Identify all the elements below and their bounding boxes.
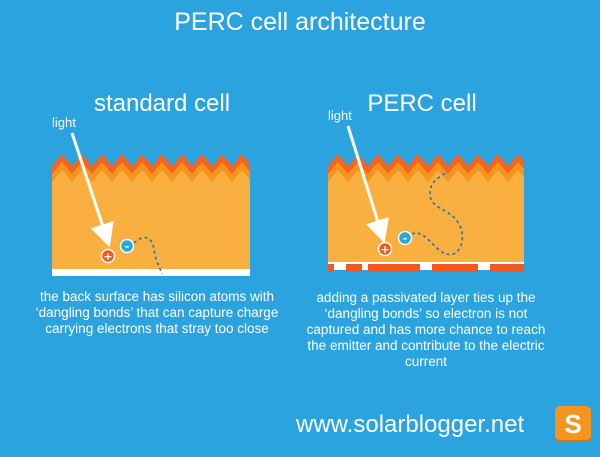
standard-electron: - bbox=[119, 238, 135, 254]
standard-cell-caption: the back surface has silicon atoms with … bbox=[35, 289, 279, 336]
standard-cell-title: standard cell bbox=[93, 90, 231, 117]
perc-hole: + bbox=[377, 241, 393, 257]
standard-light-arrow bbox=[70, 132, 114, 248]
standard-electron-path bbox=[133, 236, 163, 275]
solarblogger-logo-icon: S bbox=[555, 406, 591, 442]
standard-light-label: light bbox=[52, 115, 76, 130]
perc-cell-caption: adding a passivated layer ties up the ‘d… bbox=[306, 290, 546, 369]
website-url[interactable]: www.solarblogger.net bbox=[296, 411, 525, 438]
standard-hole-sign: + bbox=[103, 250, 112, 263]
perc-cell-title: PERC cell bbox=[367, 90, 477, 117]
perc-light-label: light bbox=[328, 108, 352, 123]
perc-passivation-layer bbox=[328, 262, 524, 272]
perc-light-arrow bbox=[346, 125, 389, 244]
standard-cell: + - bbox=[52, 132, 250, 276]
perc-hole-sign: + bbox=[380, 243, 389, 256]
perc-cell-body bbox=[328, 170, 524, 270]
perc-electron-path bbox=[411, 171, 464, 256]
perc-electron: - bbox=[397, 230, 413, 246]
perc-cell: + - bbox=[328, 125, 524, 272]
page-title: PERC cell architecture bbox=[174, 8, 426, 36]
standard-back-contact bbox=[52, 269, 250, 276]
standard-electron-sign: - bbox=[125, 240, 130, 253]
standard-cell-body bbox=[52, 170, 250, 270]
standard-hole: + bbox=[100, 248, 116, 264]
perc-electron-sign: - bbox=[403, 232, 408, 245]
